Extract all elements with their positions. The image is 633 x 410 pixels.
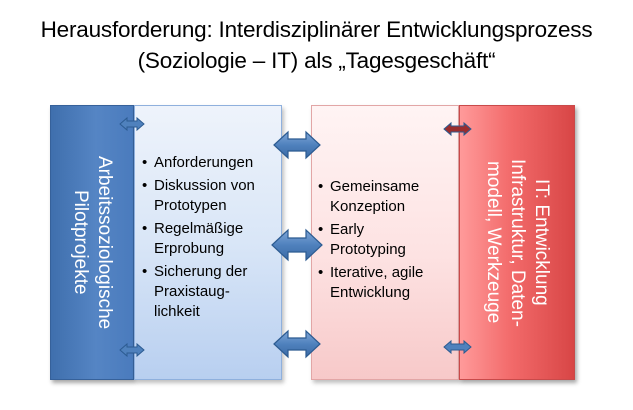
list-item: Sicherung der Praxistaug- lichkeit [142, 262, 278, 322]
sociology-label-line-1: Arbeitssoziologische [94, 155, 115, 330]
slide-title: Herausforderung: Interdisziplinärer Entw… [0, 14, 633, 76]
sociology-pilot-projects-label: Arbeitssoziologische Pilotprojekte [68, 156, 116, 329]
it-label-line-3: modell, Werkzeuge [483, 161, 504, 324]
it-label-line-1: IT: Entwicklung [531, 179, 552, 306]
it-label-line-2: Infrastruktur, Daten- [507, 158, 528, 327]
it-development-box: IT: Entwicklung Infrastruktur, Daten- mo… [459, 105, 575, 380]
small-double-arrow-icon [443, 339, 472, 355]
double-arrow-icon [273, 329, 321, 359]
it-development-label: IT: Entwicklung Infrastruktur, Daten- mo… [481, 159, 553, 327]
list-item: Gemeinsame Konzeption [318, 177, 454, 217]
small-double-arrow-icon [119, 342, 145, 358]
sociology-label-line-2: Pilotprojekte [70, 190, 91, 295]
title-line-1: Herausforderung: Interdisziplinärer Entw… [40, 17, 593, 42]
double-arrow-icon [271, 228, 323, 262]
list-item: Iterative, agile Entwicklung [318, 263, 454, 303]
list-item: Diskussion von Prototypen [142, 176, 278, 216]
it-activities-list: Gemeinsame Konzeption Early Prototyping … [318, 177, 454, 306]
list-item: Regelmäßige Erprobung [142, 219, 278, 259]
double-arrow-icon [273, 130, 321, 160]
list-item: Anforderungen [142, 153, 278, 173]
sociology-activities-list: Anforderungen Diskussion von Prototypen … [142, 153, 278, 325]
small-double-arrow-icon [119, 116, 145, 132]
small-double-arrow-icon [443, 121, 472, 137]
title-line-2: (Soziologie – IT) als „Tagesgeschäft“ [137, 48, 496, 73]
list-item: Early Prototyping [318, 220, 454, 260]
sociology-pilot-projects-box: Arbeitssoziologische Pilotprojekte [50, 105, 134, 380]
